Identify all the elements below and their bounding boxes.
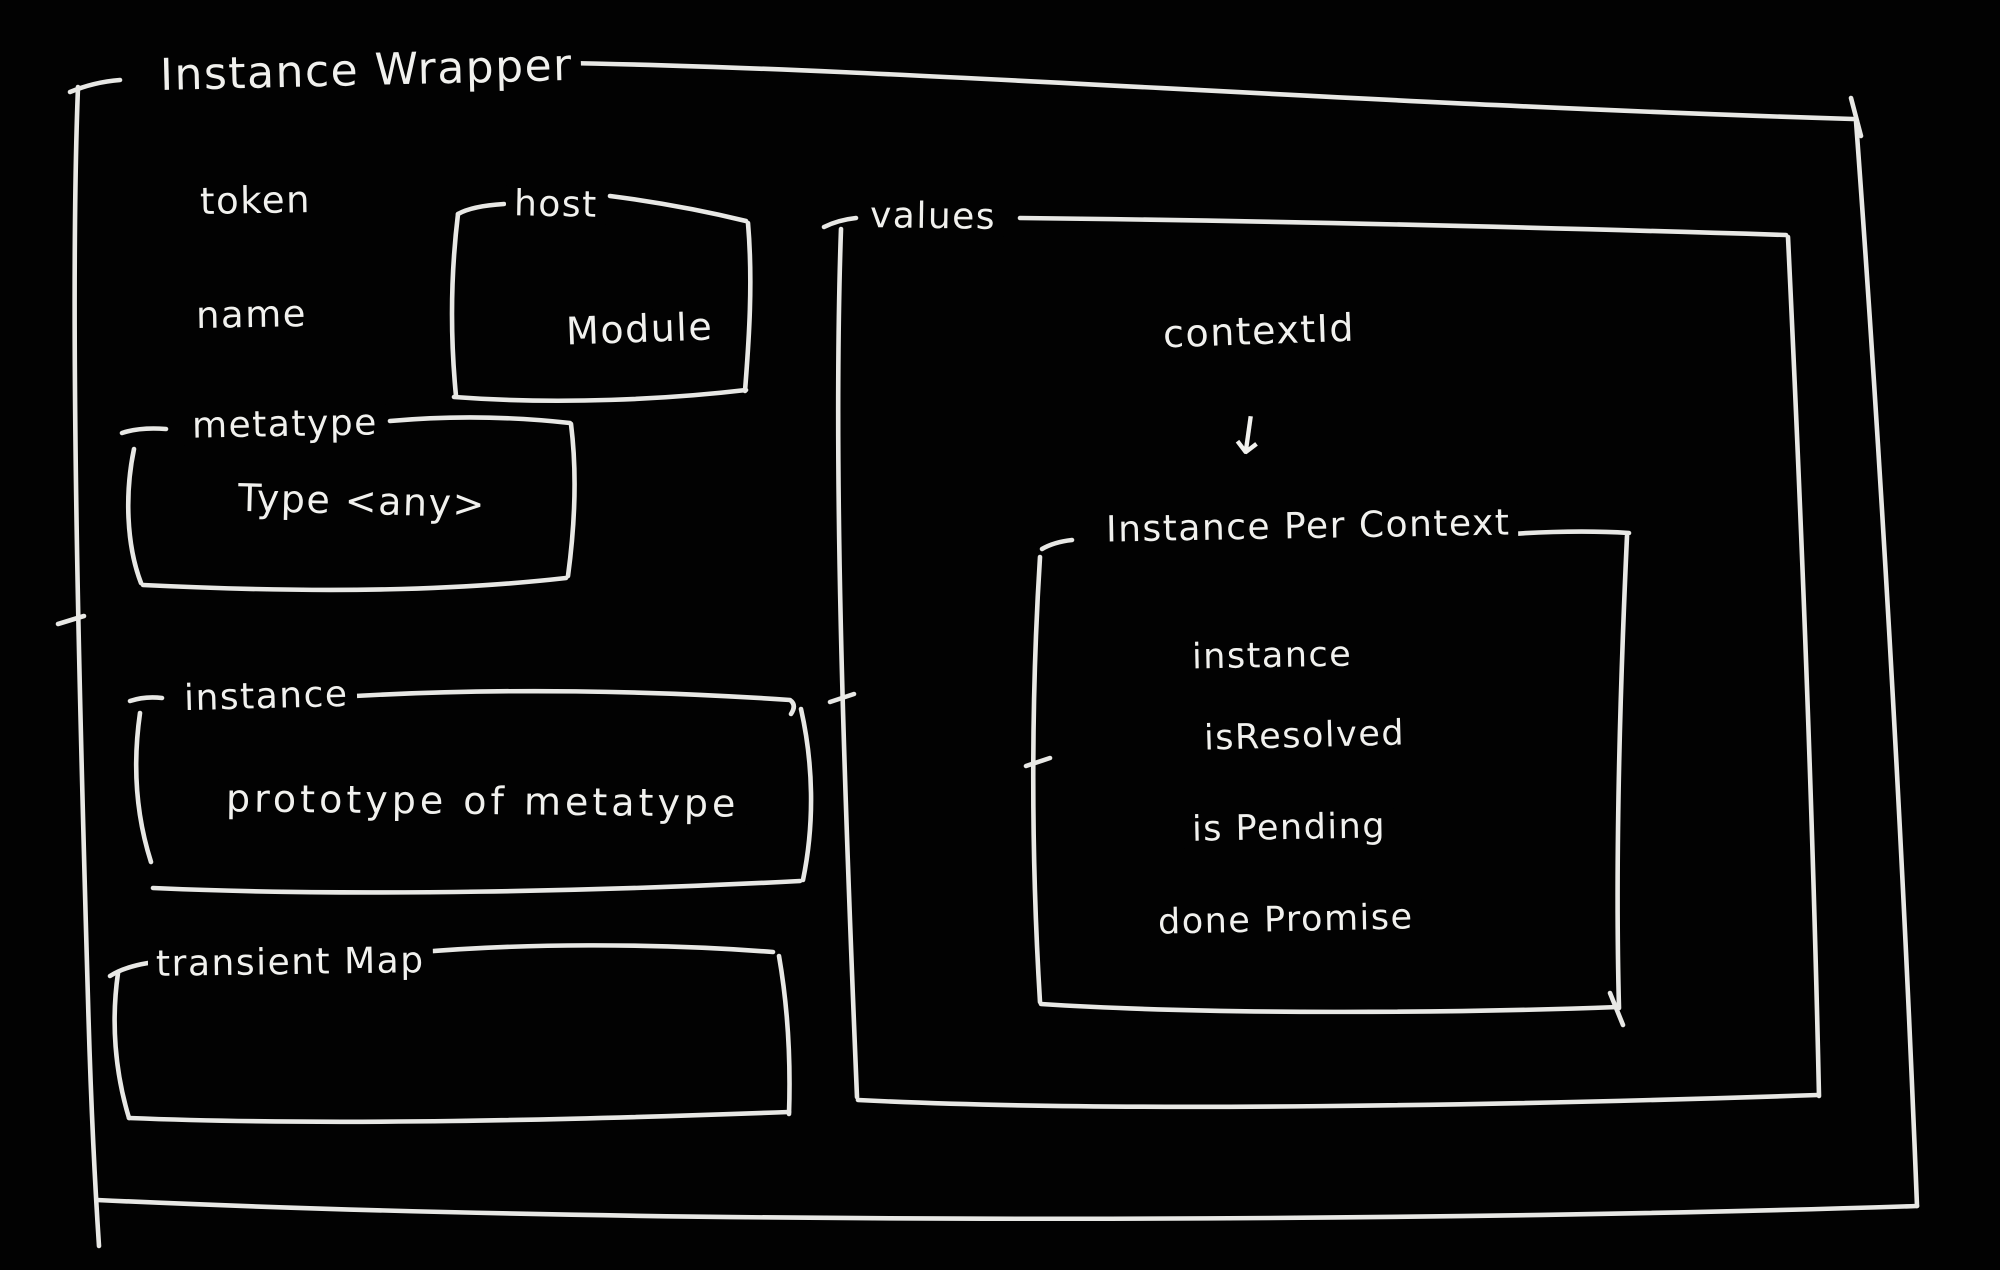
host-box-outline [449,193,753,404]
metatype-box-label: metatype [183,402,387,447]
outer-box-outline [55,60,1920,1249]
token-field-label: token [191,178,320,223]
transient-map-label: transient Map [147,940,433,985]
name-field-label: name [187,292,316,337]
values-box-label: values [861,195,1005,238]
host-box-label: host [505,183,607,226]
down-arrow-icon: ↓ [1222,404,1276,470]
module-value: Module [557,304,722,354]
instance-wrapper-title: Instance Wrapper [151,40,582,101]
ipc-item-instance: instance [1183,635,1361,677]
instance-prototype-value: prototype of metatype [217,776,748,826]
transient-box-outline [107,943,792,1125]
ipc-item-isresolved: isResolved [1195,713,1414,759]
metatype-box-outline [119,415,577,593]
instance-box-outline [127,688,814,895]
ipc-item-donepromise: done Promise [1149,897,1422,943]
values-box-outline [821,215,1822,1110]
instance-box-label: instance [175,674,357,719]
instance-per-context-label: Instance Per Context [1097,502,1519,551]
metatype-type-value: Type <any> [229,476,495,526]
ipc-item-ispending: is Pending [1183,806,1395,850]
context-id-label: contextId [1154,306,1364,356]
instance-per-context-box-outline [1023,529,1632,1028]
